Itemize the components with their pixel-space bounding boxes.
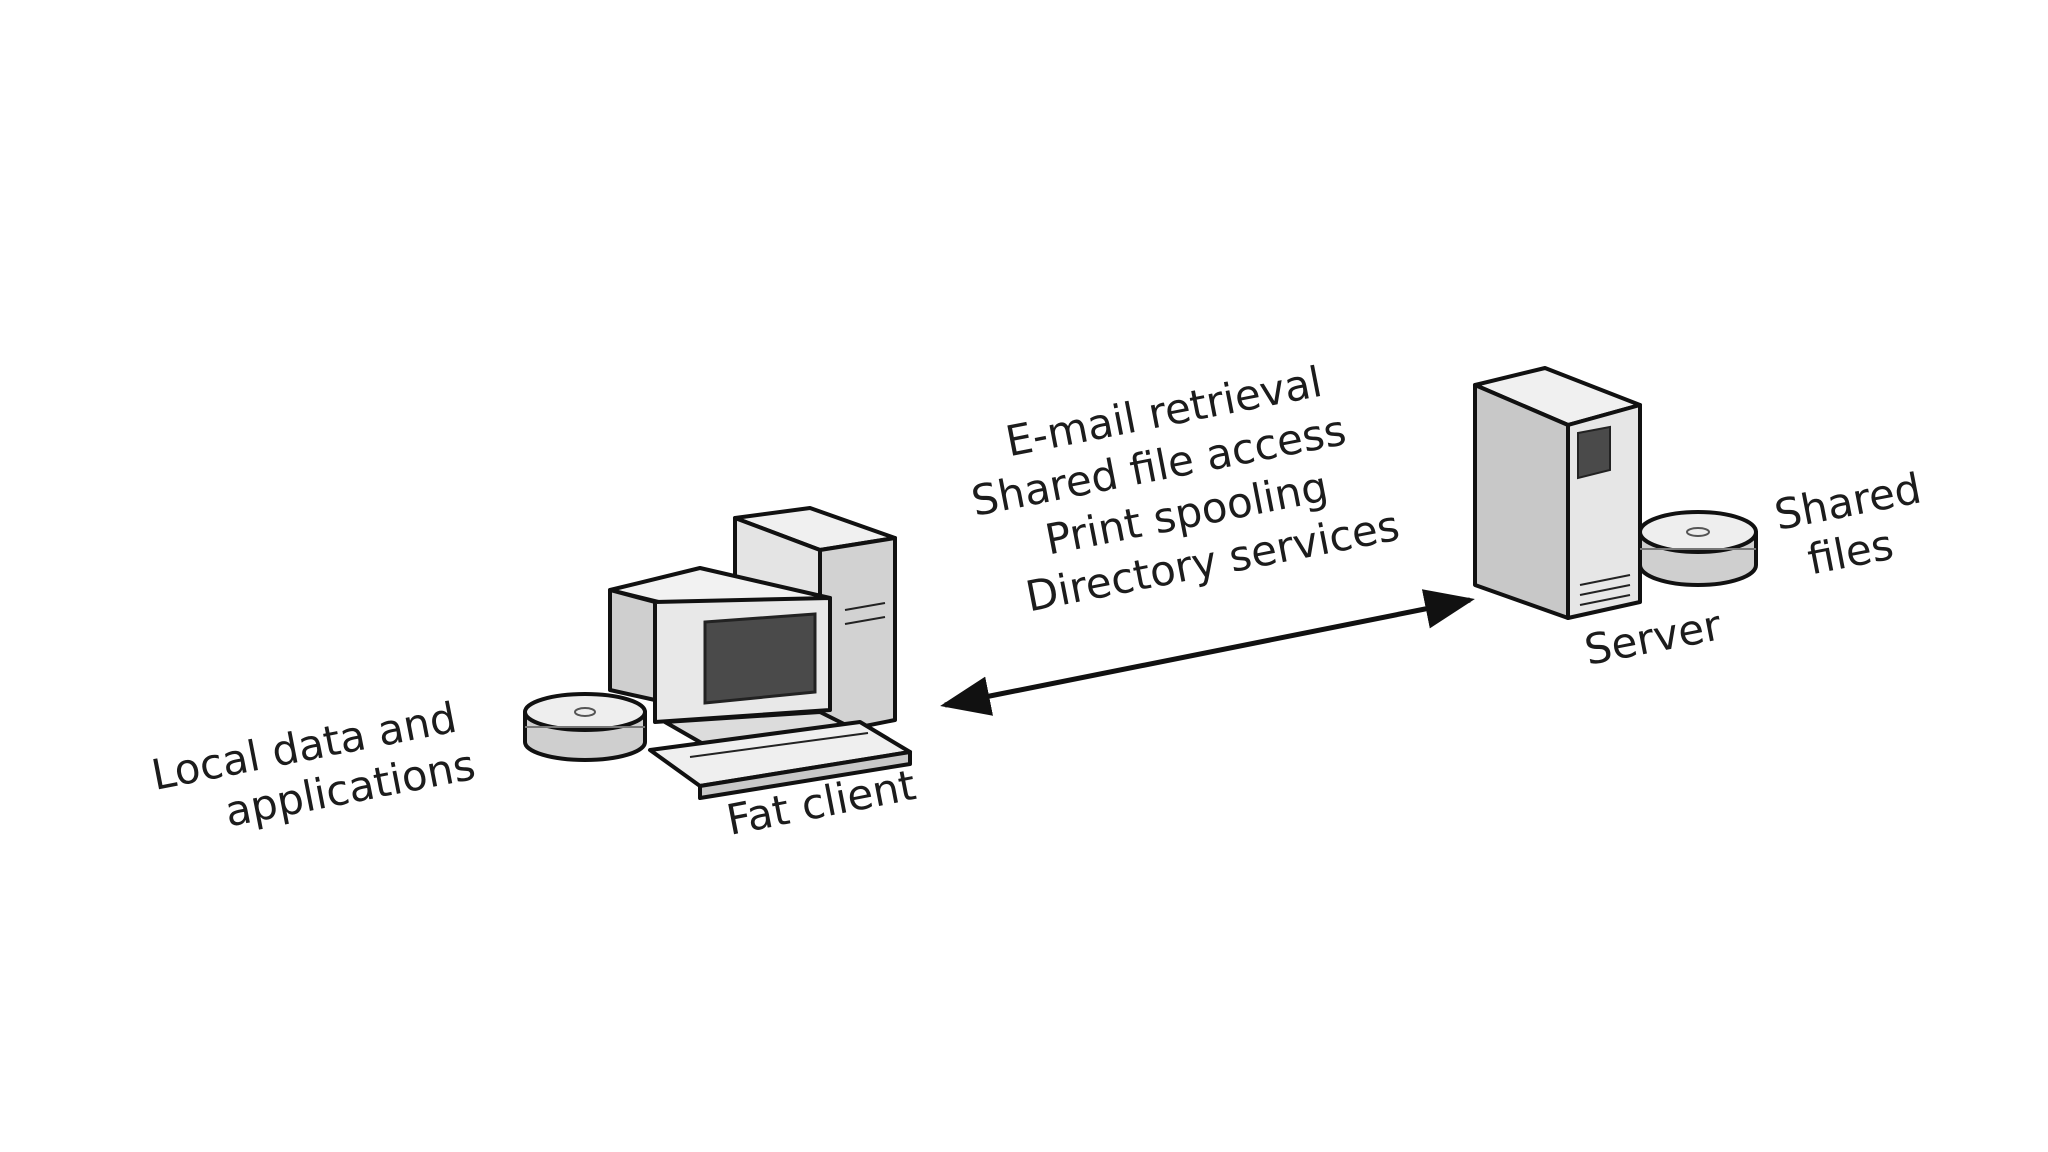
connection-arrow [940,589,1475,716]
server-tower-icon [1473,366,1642,620]
shared-storage-disk-icon [1638,510,1758,587]
fat-client-computer-icon [608,506,912,800]
local-storage-disk-icon [523,692,647,762]
